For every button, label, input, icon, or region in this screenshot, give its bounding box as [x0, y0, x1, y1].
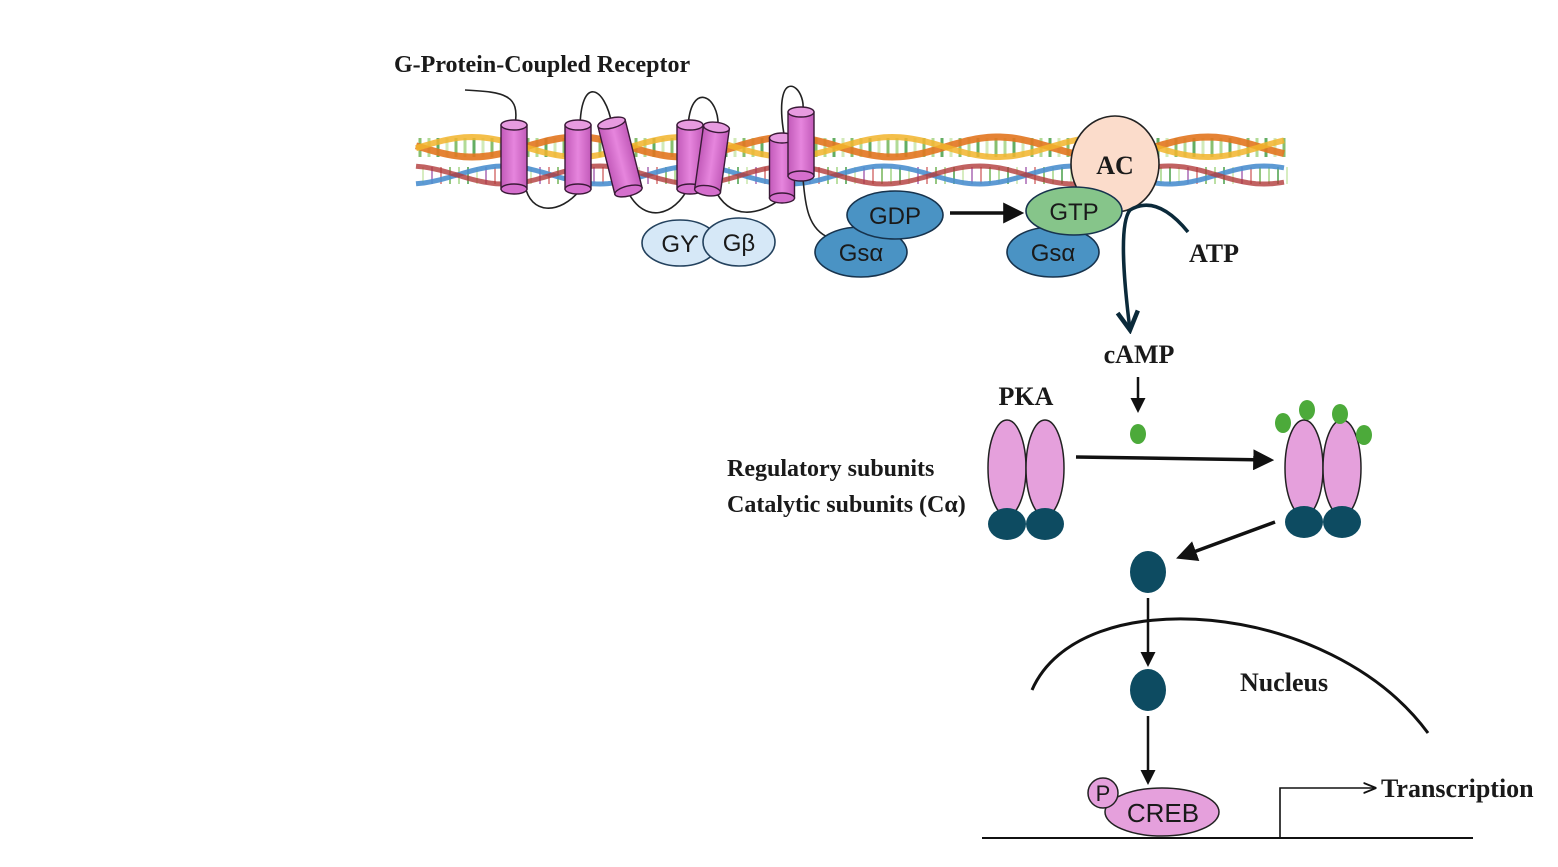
camp-label: cAMP: [1104, 340, 1175, 369]
g-gamma-subunit: Gϒ: [641, 219, 719, 267]
gs-alpha-inactive-label: Gsα: [839, 240, 884, 267]
regulatory-subunits-label: Regulatory subunits: [727, 456, 934, 482]
bound-camp: [1275, 413, 1291, 433]
g-beta-subunit: Gβ: [702, 217, 776, 267]
pka-regulatory-subunit: [1025, 419, 1065, 517]
adenylyl-cyclase: AC: [1070, 115, 1160, 213]
nuclear-envelope: [1030, 617, 1430, 734]
gs-alpha-inactive: Gsα: [814, 226, 908, 278]
catalytic-subunit: [1323, 506, 1361, 538]
bound-camp: [1332, 404, 1348, 424]
pka-regulatory-subunit: [1284, 419, 1324, 517]
atp-to-camp-arrow: [1123, 203, 1190, 330]
nuclear-catalytic-subunit: [1130, 669, 1166, 711]
free-catalytic-subunit: [1130, 551, 1166, 593]
nucleus-label: Nucleus: [1240, 668, 1328, 697]
camp-molecule: [1130, 424, 1146, 444]
pka-regulatory-subunit: [987, 419, 1027, 517]
phosphate-group: P: [1087, 777, 1119, 809]
transcription-label: Transcription: [1381, 774, 1534, 803]
creb-label: CREB: [1127, 798, 1199, 828]
pka-activation-arrow: [1075, 449, 1275, 471]
atp-label: ATP: [1189, 239, 1239, 268]
transcription-arrow: [1279, 788, 1375, 838]
phosphate-label: P: [1096, 781, 1111, 806]
gdp-molecule: GDP: [846, 190, 944, 240]
gdp-label: GDP: [869, 203, 921, 230]
pka-regulatory-subunit: [1322, 419, 1362, 517]
receptor-title: G-Protein-Coupled Receptor: [394, 52, 691, 78]
creb-protein: CREB: [1104, 787, 1220, 837]
gs-alpha-active: Gsα: [1006, 226, 1100, 278]
gtp-label: GTP: [1049, 199, 1098, 226]
pka-active-complex: [1275, 400, 1372, 538]
pka-inactive-complex: [987, 419, 1065, 540]
gs-alpha-active-label: Gsα: [1031, 240, 1076, 267]
g-gamma-label: Gϒ: [661, 231, 699, 258]
catalytic-subunits-label: Catalytic subunits (Cα): [727, 492, 966, 518]
gtp-molecule: GTP: [1025, 186, 1123, 236]
transmembrane-helix: [787, 106, 815, 182]
transmembrane-helix: [597, 116, 643, 198]
catalytic-subunit: [988, 508, 1026, 540]
catalytic-subunit: [1285, 506, 1323, 538]
transmembrane-helix: [500, 119, 528, 195]
receptor-loops: [464, 85, 831, 239]
pka-label: PKA: [999, 382, 1054, 411]
catalytic-release-arrow: [1176, 520, 1276, 562]
transmembrane-helix: [564, 119, 592, 195]
bound-camp: [1299, 400, 1315, 420]
receptor-helices: [500, 106, 815, 204]
catalytic-subunit: [1026, 508, 1064, 540]
bound-camp: [1356, 425, 1372, 445]
ac-label: AC: [1096, 151, 1134, 180]
g-beta-label: Gβ: [723, 230, 755, 257]
transmembrane-helix: [693, 121, 731, 197]
